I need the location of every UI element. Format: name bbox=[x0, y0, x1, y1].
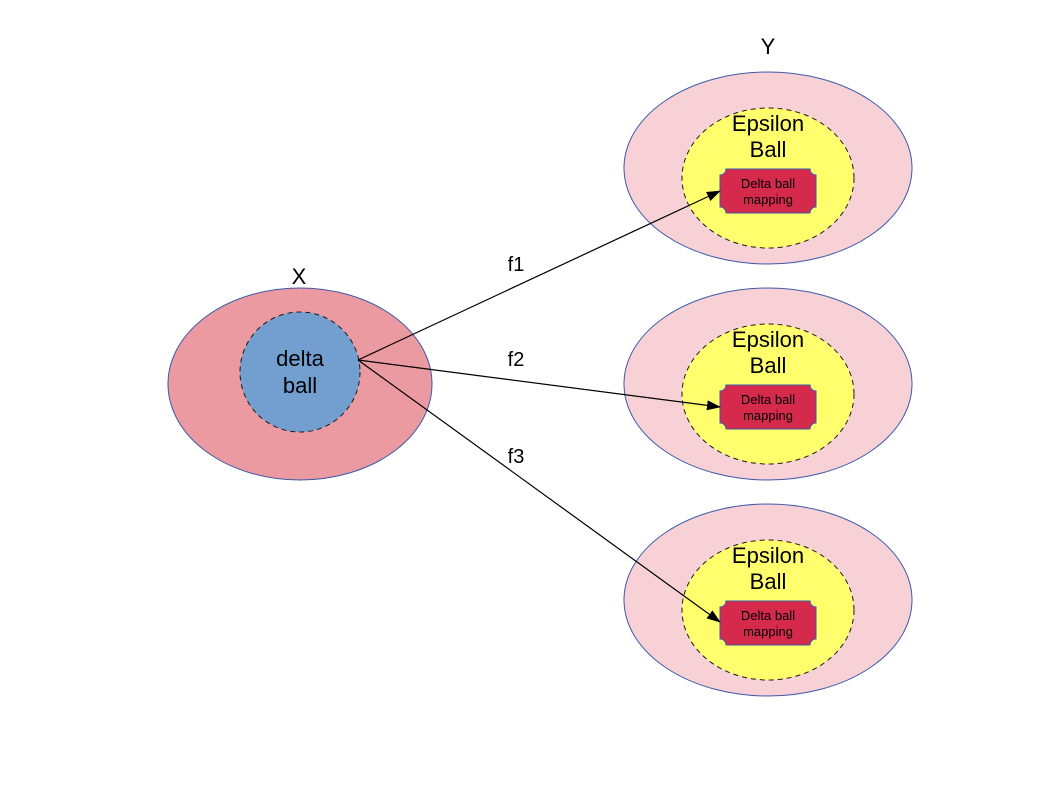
mapping-label-line2: mapping bbox=[743, 192, 793, 207]
delta-ball-label-line1: delta bbox=[276, 346, 324, 371]
arrow-f3 bbox=[357, 359, 721, 623]
epsilon-ball-label-line1: Epsilon bbox=[732, 327, 804, 352]
domain-label: X bbox=[292, 264, 307, 289]
epsilon-ball-label-line1: Epsilon bbox=[732, 111, 804, 136]
codomain-set-2: Epsilon Ball Delta ball mapping bbox=[623, 287, 913, 481]
mapping-label-line1: Delta ball bbox=[741, 392, 795, 407]
function-label-f1: f1 bbox=[508, 254, 525, 276]
codomain-label: Y bbox=[761, 34, 776, 59]
function-label-f3: f3 bbox=[508, 446, 525, 468]
mapping-label-line1: Delta ball bbox=[741, 176, 795, 191]
function-label-f2: f2 bbox=[508, 349, 525, 371]
delta-ball-mapping bbox=[719, 600, 817, 646]
delta-ball-label-line2: ball bbox=[283, 373, 317, 398]
delta-ball bbox=[239, 311, 361, 433]
codomain-set-1: Epsilon Ball Delta ball mapping bbox=[623, 71, 913, 265]
mapping-label-line1: Delta ball bbox=[741, 608, 795, 623]
arrow-f1 bbox=[357, 190, 721, 361]
epsilon-ball-label-line2: Ball bbox=[750, 353, 787, 378]
delta-ball-mapping bbox=[719, 168, 817, 214]
epsilon-ball-label-line2: Ball bbox=[750, 137, 787, 162]
epsilon-ball-label-line1: Epsilon bbox=[732, 543, 804, 568]
epsilon-ball-label-line2: Ball bbox=[750, 569, 787, 594]
delta-ball-mapping bbox=[719, 384, 817, 430]
codomain-set-3: Epsilon Ball Delta ball mapping bbox=[623, 503, 913, 697]
arrow-f2 bbox=[357, 359, 721, 411]
mapping-label-line2: mapping bbox=[743, 408, 793, 423]
mapping-label-line2: mapping bbox=[743, 624, 793, 639]
